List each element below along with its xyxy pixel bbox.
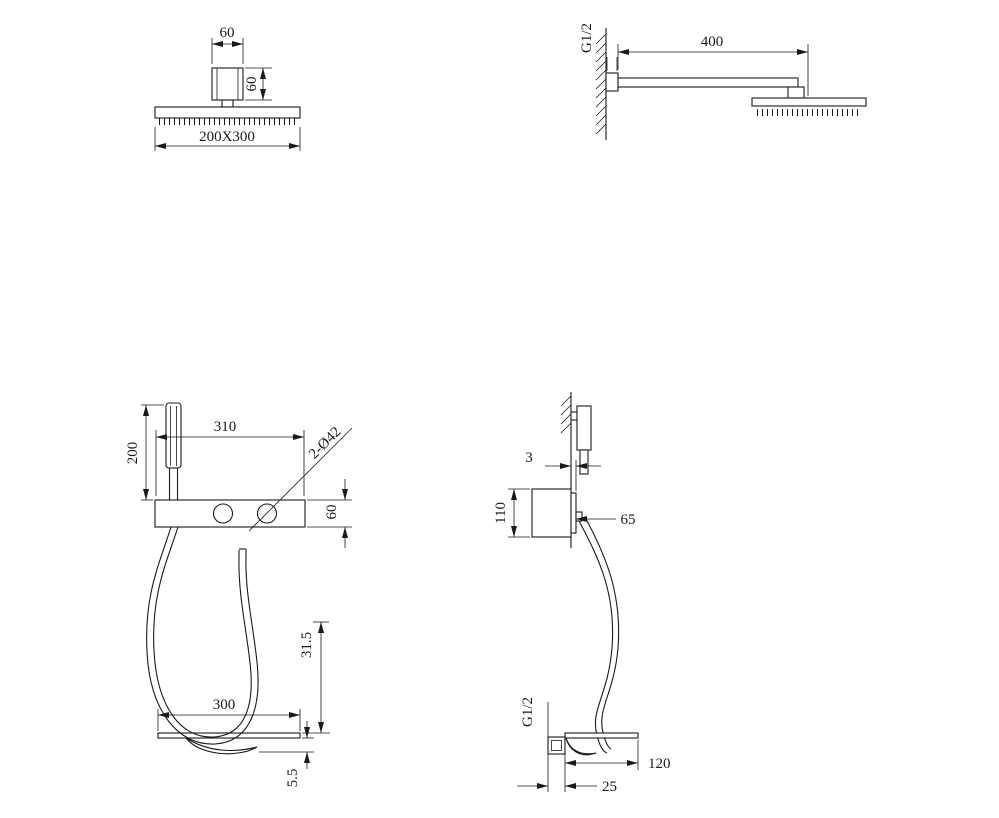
shower-hose-inner [153,526,252,738]
dim-drop: 31.5 [299,632,315,658]
hand-shower-wand-side [576,405,592,451]
inlet-connector [547,736,566,755]
panel-front-flange [570,492,577,534]
connector-nub [221,99,234,108]
control-knob-hole [212,503,234,524]
view-overhead-shower-front: 60 60 200X300 [154,25,301,151]
thread-label: G1/2 [520,697,536,727]
wand-bracket [570,411,578,421]
inlet-connector-inner [551,740,562,751]
wall-flange [605,72,619,92]
view-panel-side: 3 110 65 [493,392,636,754]
dim-panel-height: 60 [324,505,340,520]
thread-label: G1/2 [579,23,595,53]
arm-elbow [787,86,805,99]
wall-hatching [560,395,572,434]
dim-holes-label: 2-Ø42 [306,424,344,462]
dim-head-size: 200X300 [199,129,255,145]
wand-handle-side [579,449,589,475]
wall-hatching [595,33,607,135]
view-spout-side: G1/2 120 25 [517,697,671,795]
dim-depth: 65 [621,512,636,528]
dim-lip: 5.5 [285,769,301,788]
dim-protrusion: 3 [525,450,533,466]
view-spout-front: 31.5 300 5.5 [146,526,330,788]
dim-panel-height-side: 110 [493,502,509,524]
shower-hose-side-outer [578,520,614,754]
dim-shelf-width: 300 [213,697,236,713]
dim-connector-width: 60 [220,25,235,41]
shower-head-plate-side [751,97,867,107]
waterfall-blade-side [565,737,597,756]
dim-shelf-depth: 120 [648,756,671,772]
dim-handshower-height: 200 [125,442,141,465]
spout-shelf-side [564,732,639,739]
hose-outlet-stub [575,511,583,522]
dim-panel-width: 310 [214,419,237,435]
shower-hose-outer [146,526,259,745]
dim-arm-length: 400 [701,34,724,50]
dim-connector-height: 60 [244,77,260,92]
leader-line [248,427,353,532]
shower-head-plate [154,106,301,119]
waterfall-blade [185,737,258,755]
dim-inlet-offset: 25 [602,779,617,795]
concealed-panel-box [531,488,572,538]
shower-hose-side-inner [585,518,620,750]
shower-arm [617,77,799,88]
view-overhead-shower-side: G1/2 400 [579,23,867,140]
hand-shower-wand [165,402,182,469]
view-panel-front: 2-Ø42 200 310 60 [125,402,353,548]
